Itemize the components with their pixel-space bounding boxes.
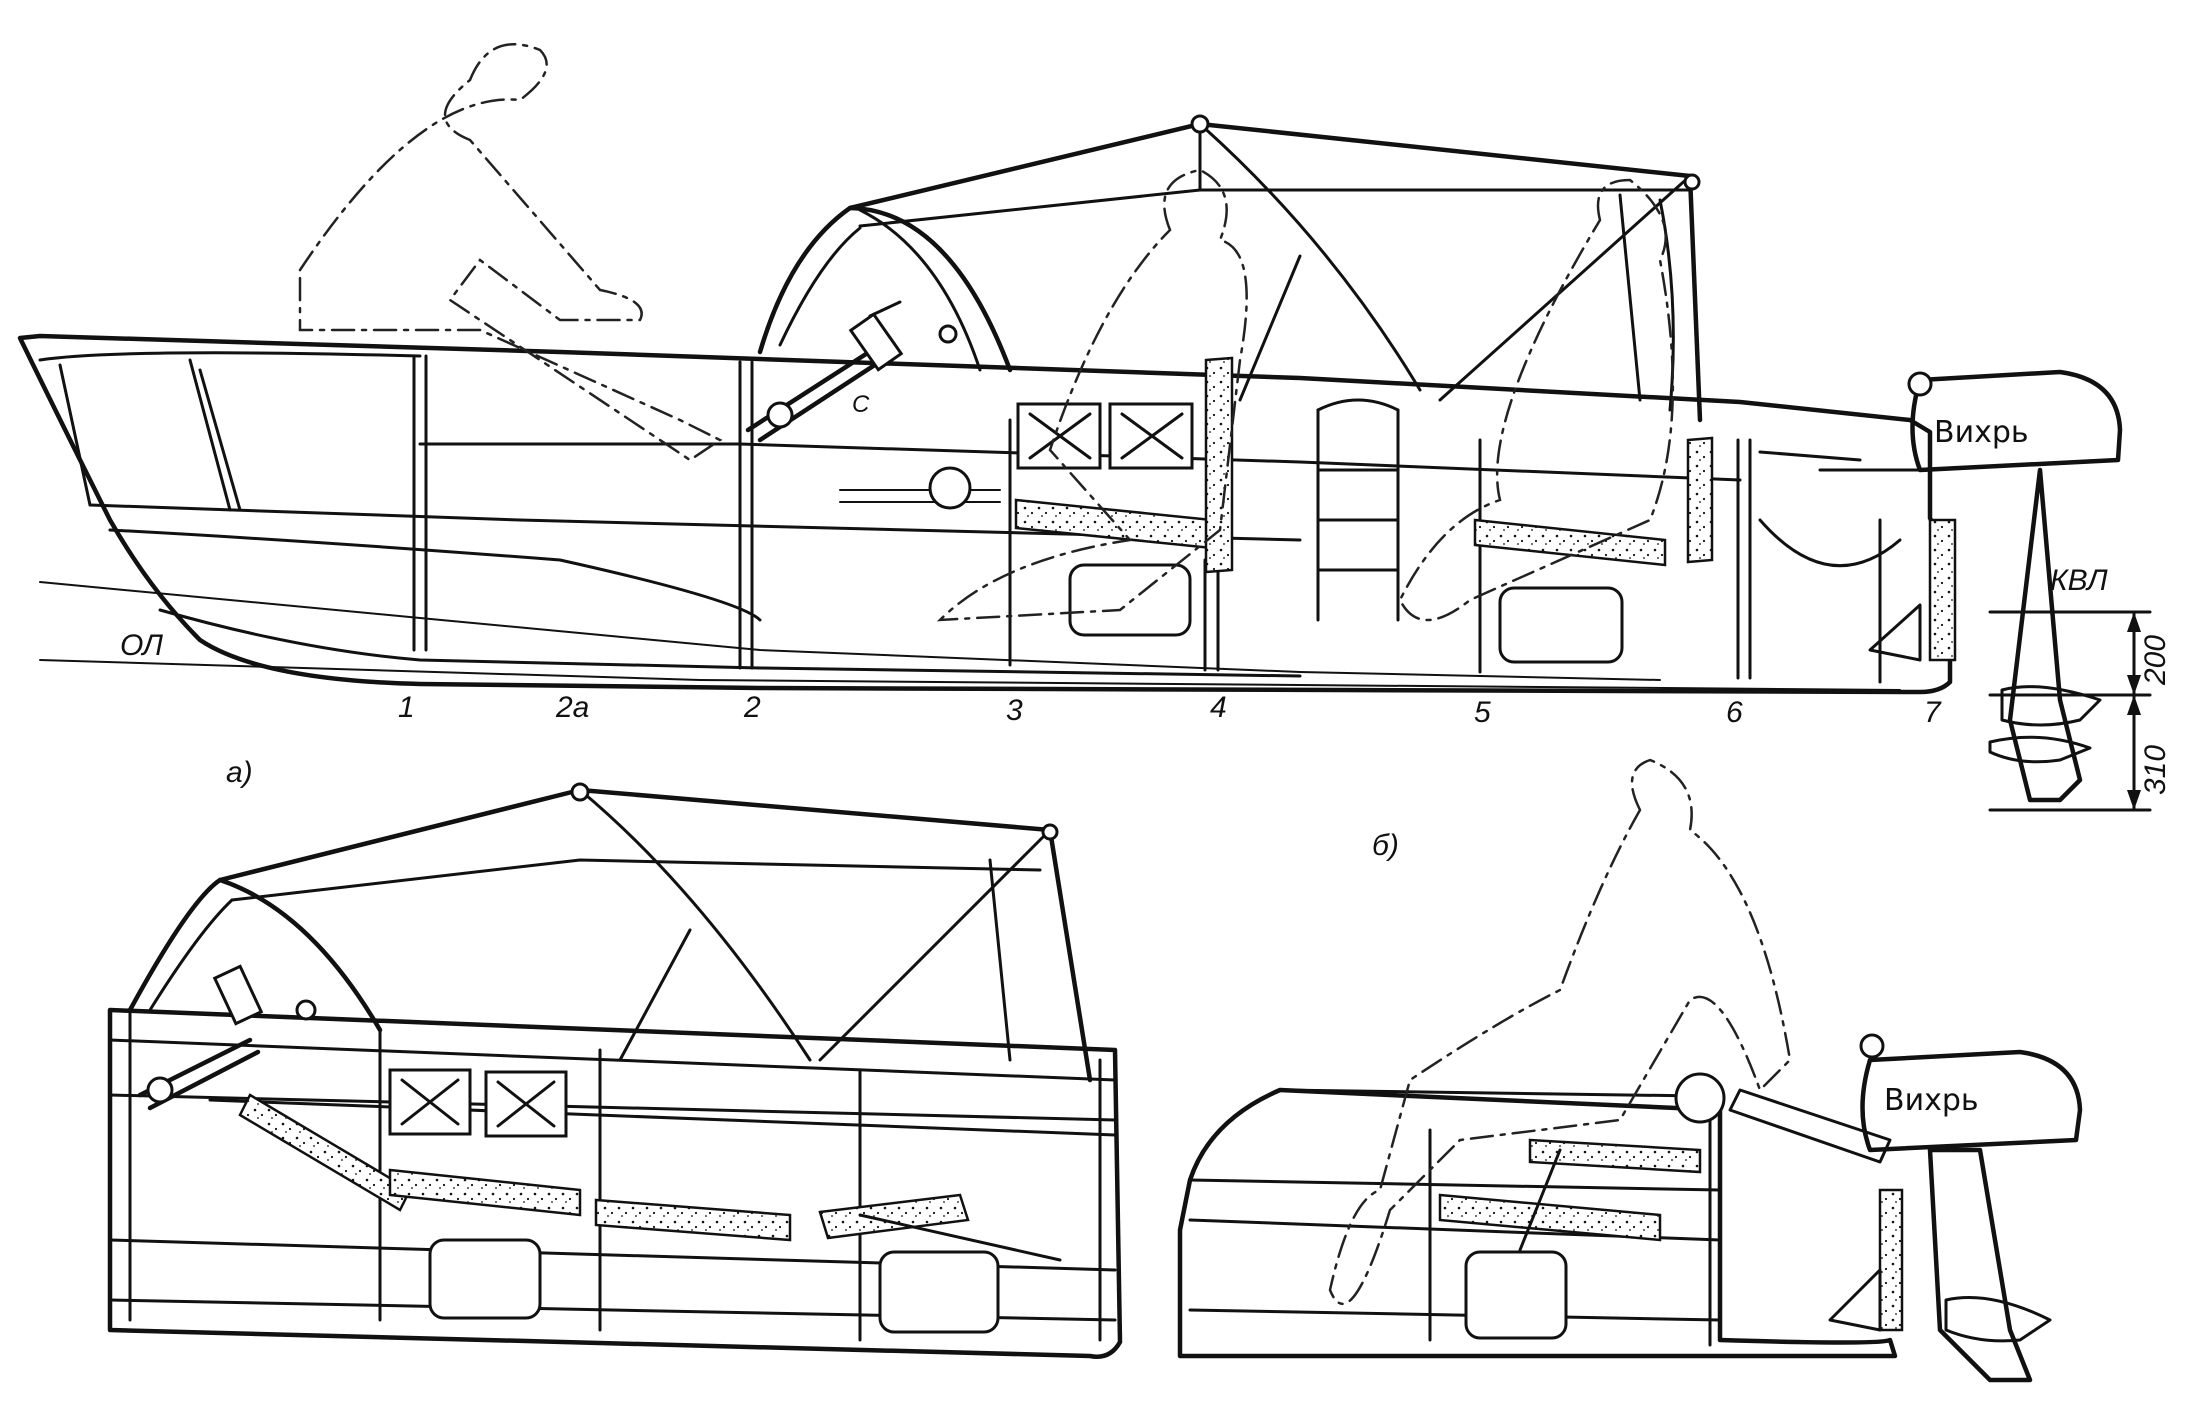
control-cable: [1758, 518, 1902, 568]
seat-cushion-rear: [1473, 518, 1667, 567]
transom-pad: [1928, 518, 1957, 662]
seat-cushion-front: [1014, 498, 1214, 550]
frame-number: 2: [743, 691, 761, 724]
person-driver-outline: [936, 168, 1248, 622]
view-b-label: б): [1372, 829, 1399, 862]
folded-cushion-2: [594, 1198, 792, 1242]
midsection-hull: [107, 1007, 1123, 1359]
folded-cushion-1: [388, 1168, 582, 1217]
aft-seat-top: [1528, 1138, 1702, 1174]
folded-cushion-3: [818, 1193, 970, 1240]
aft-transom-pad: [1878, 1188, 1904, 1332]
locker-hatch-5: [1464, 1250, 1568, 1340]
aft-transom-knee: [1828, 1268, 1882, 1332]
bow-rib: [198, 368, 242, 512]
hull-outline: [17, 333, 1953, 695]
transom-knee: [1868, 603, 1922, 662]
waterline: [39, 581, 1661, 681]
frames: [412, 354, 1882, 684]
locker-hatch-3: [428, 1238, 542, 1320]
seat-backrest-front: [1204, 356, 1234, 574]
coiled-rope-icon: [1674, 1072, 1726, 1124]
frame-number: 4: [1210, 691, 1227, 724]
tiller-arm: [1728, 1088, 1892, 1164]
dim-200-label: 200: [2139, 635, 2172, 686]
person-seated-outline: [1328, 758, 1792, 1305]
view-a-label: а): [226, 756, 253, 789]
view-b-aft: б) Вихрь: [1177, 758, 2083, 1383]
locker-hatch-2: [1498, 586, 1624, 664]
bow-frames: [58, 358, 232, 512]
bow-rail: [38, 351, 422, 362]
frame-number: 2а: [555, 691, 589, 724]
steering-column: [745, 300, 904, 443]
person-rear-outline: [1398, 178, 1675, 622]
frame-number: 3: [1006, 694, 1023, 727]
bottom-strake: [158, 608, 1302, 678]
seat-backrest-rear: [1686, 436, 1714, 564]
windshield-glass: [858, 208, 982, 372]
motor-brand-label-b: Вихрь: [1884, 1083, 1979, 1118]
steering-marker-label: С: [852, 391, 870, 418]
aft-cushion: [1438, 1193, 1662, 1242]
chine-line: [88, 503, 1302, 542]
locker-hatch-4: [878, 1250, 1000, 1334]
aft-hull: [1177, 1087, 1898, 1359]
canopy: [847, 114, 1703, 423]
windshield-fastener-icon: [938, 324, 958, 344]
vent-panels: [1016, 402, 1194, 470]
outboard-motor-b: [1859, 1033, 2083, 1383]
boarding-ladder: [1316, 398, 1400, 622]
tiller-rod: [839, 489, 1001, 503]
locker-hatch-1: [1068, 563, 1192, 637]
linkage-hub-icon: [928, 466, 972, 510]
frame-number: 6: [1726, 696, 1743, 729]
frame-number: 5: [1474, 696, 1491, 729]
draft-dimensions: [1988, 610, 2152, 812]
person-bow-outline: [298, 43, 723, 462]
folded-backrest: [238, 1093, 412, 1212]
waterline-label: ОЛ: [120, 629, 163, 662]
kvl-label: КВЛ: [2050, 564, 2108, 597]
motor-brand-label-a: Вихрь: [1934, 415, 2029, 450]
frame-number: 7: [1924, 696, 1942, 729]
dim-310-label: 310: [2139, 745, 2172, 795]
windshield-inner: [778, 226, 862, 347]
keel-strake: [108, 528, 762, 622]
view-a-midsection: [107, 782, 1123, 1359]
frame-number: 1: [398, 691, 415, 724]
frame-numbers: 1 2а 2 3 4 5 6 7: [398, 691, 1942, 729]
outboard-motor-a: [1758, 369, 2123, 803]
view-a-boat: ОЛ КВЛ 200 310 а) С Вихрь 1 2а 2 3 4 5 6…: [17, 43, 2172, 812]
